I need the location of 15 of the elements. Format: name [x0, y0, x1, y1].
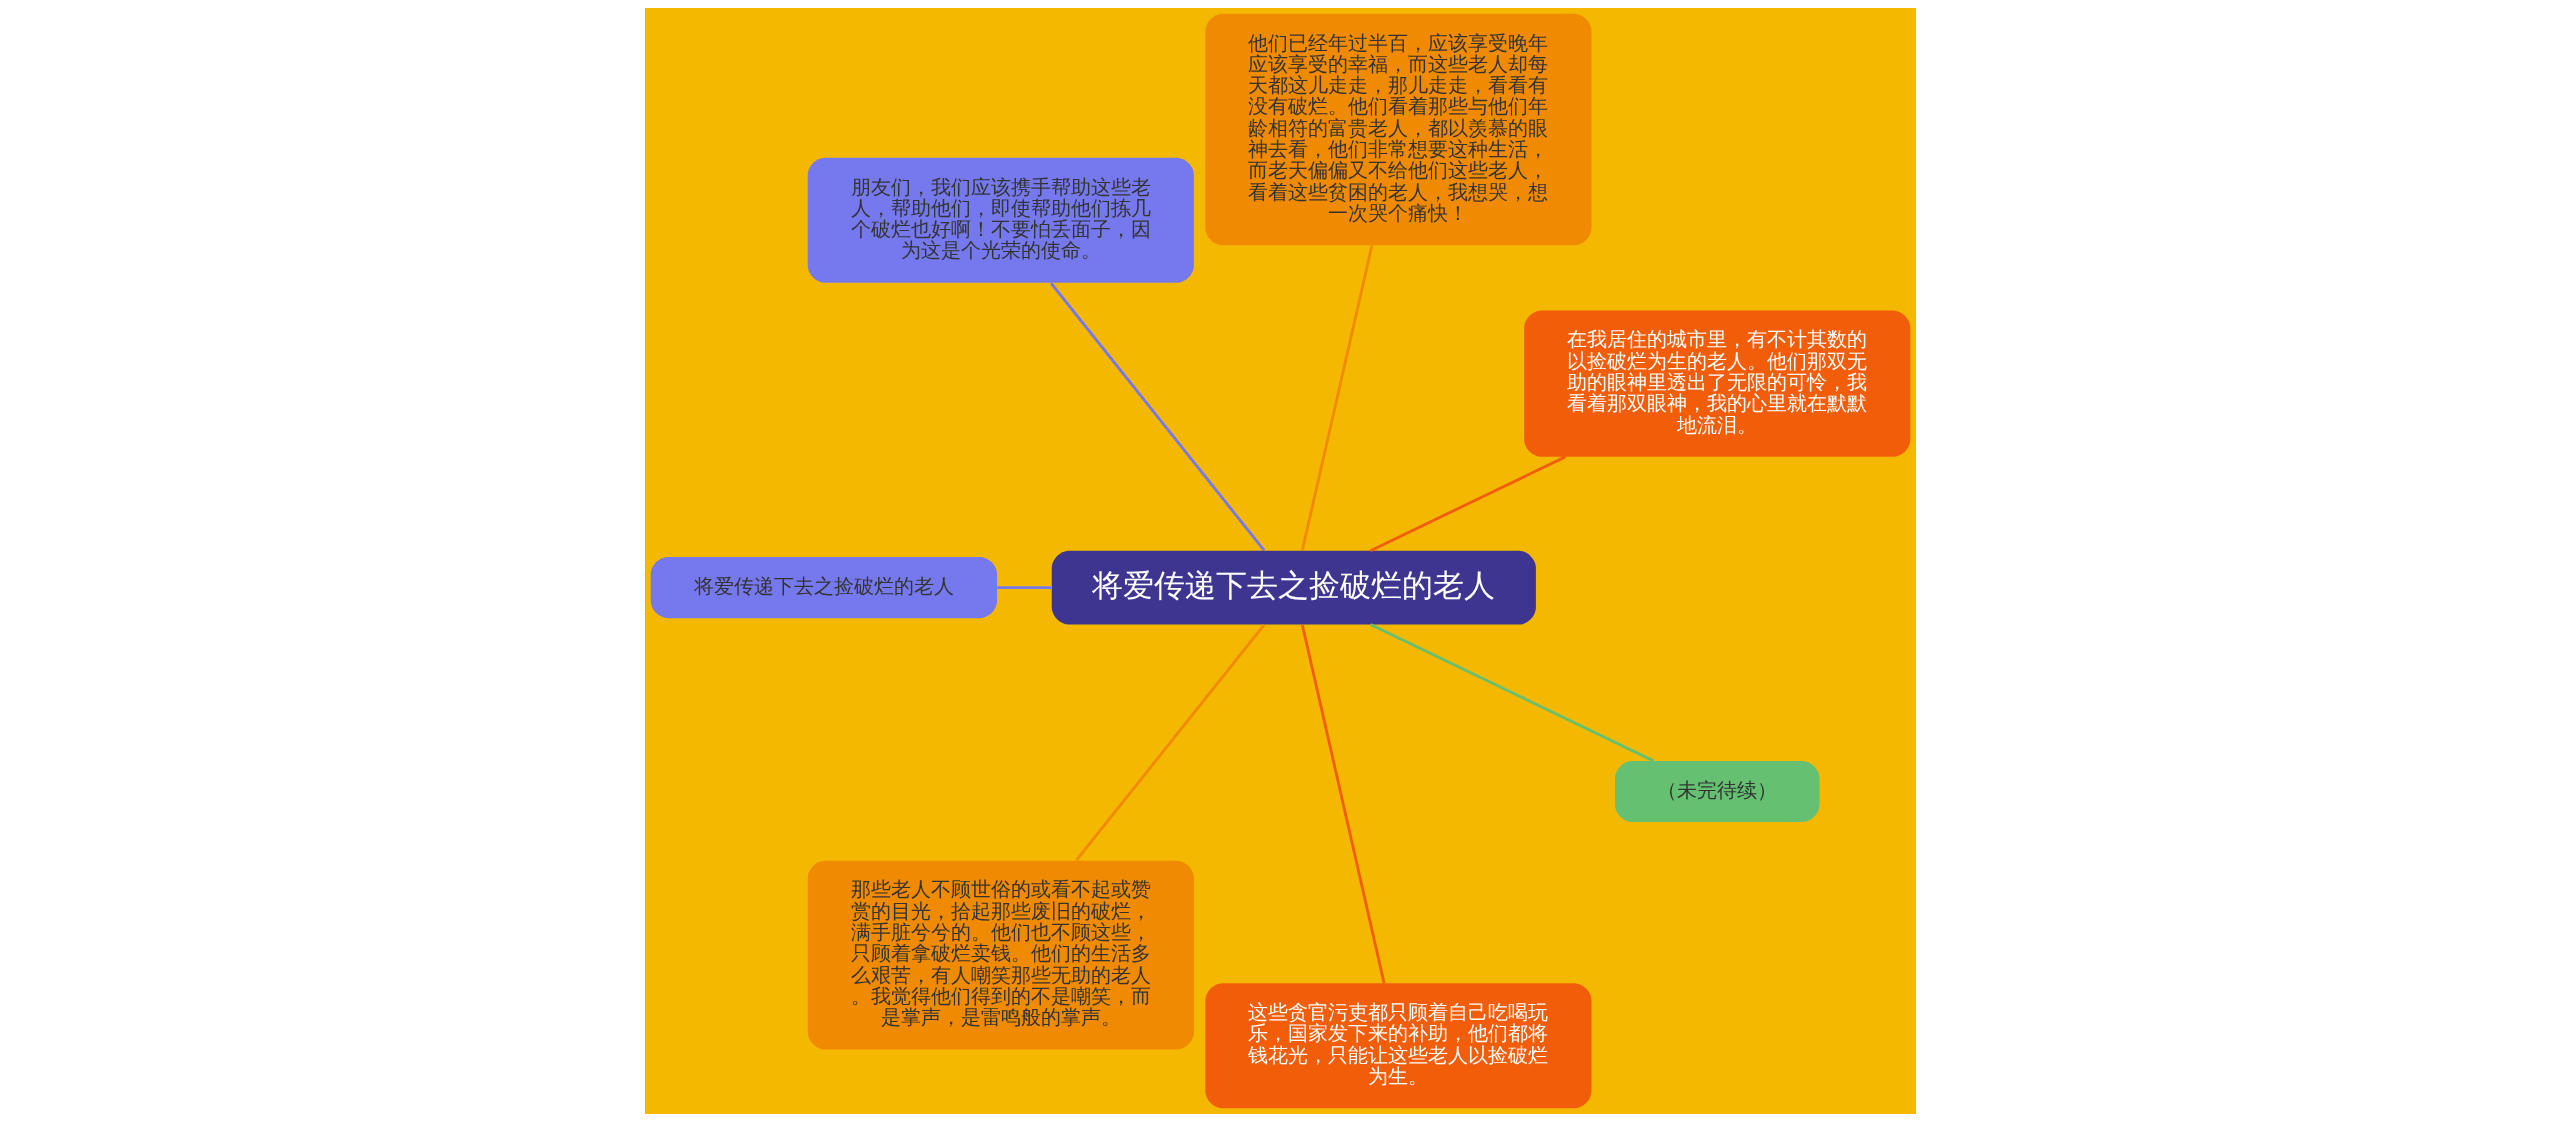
node-box: 将爱传递下去之捡破烂的老人: [650, 557, 997, 619]
node-box: 在我居住的城市里，有不计其数的以捡破烂为生的老人。他们那双无助的眼神里透出了无限的可怜，我看着那双眼神，我的心里就在默默地流泪。: [1523, 310, 1910, 457]
node-box: 那些老人不顾世俗的或看不起或赞赏的目光，拾起那些废旧的破烂，满手脏兮兮的。他们也不顾这些，只顾着拿破烂卖钱。他们的生活多么艰苦，有人嘲笑那些无助的老人。我觉得他们得到的不是嘲笑，而是掌声，是雷鸣般的掌声。: [807, 860, 1194, 1050]
connector: [996, 586, 1051, 590]
connector: [1300, 624, 1385, 984]
connector: [1300, 245, 1373, 551]
node-box: 将爱传递下去之捡破烂的老人: [1051, 550, 1536, 625]
connector: [1049, 282, 1265, 552]
connector: [1074, 624, 1265, 862]
node-box: 朋友们，我们应该携手帮助这些老人，帮助他们，即使帮助他们拣几个破烂也好啊！不要怕丢面子，因为这是个光荣的使命。: [807, 157, 1194, 283]
connector: [1369, 455, 1566, 552]
node-box: （未完待续）: [1614, 761, 1819, 823]
connector: [1369, 623, 1654, 763]
node-box: 他们已经年过半百，应该享受晚年应该享受的幸福，而这些老人却每天都这儿走走，那儿走走，看看有没有破烂。他们看着那些与他们年龄相符的富贵老人，都以羡慕的眼神去看，他们非常想要这种生活，而老天偏偏又不给他们这些老人，看着这些贫困的老人，我想哭，想一次哭个痛快！: [1204, 13, 1591, 246]
node-box: 这些贪官污吏都只顾着自己吃喝玩乐，国家发下来的补助，他们都将钱花光，只能让这些老人以捡破烂为生。: [1204, 983, 1591, 1109]
